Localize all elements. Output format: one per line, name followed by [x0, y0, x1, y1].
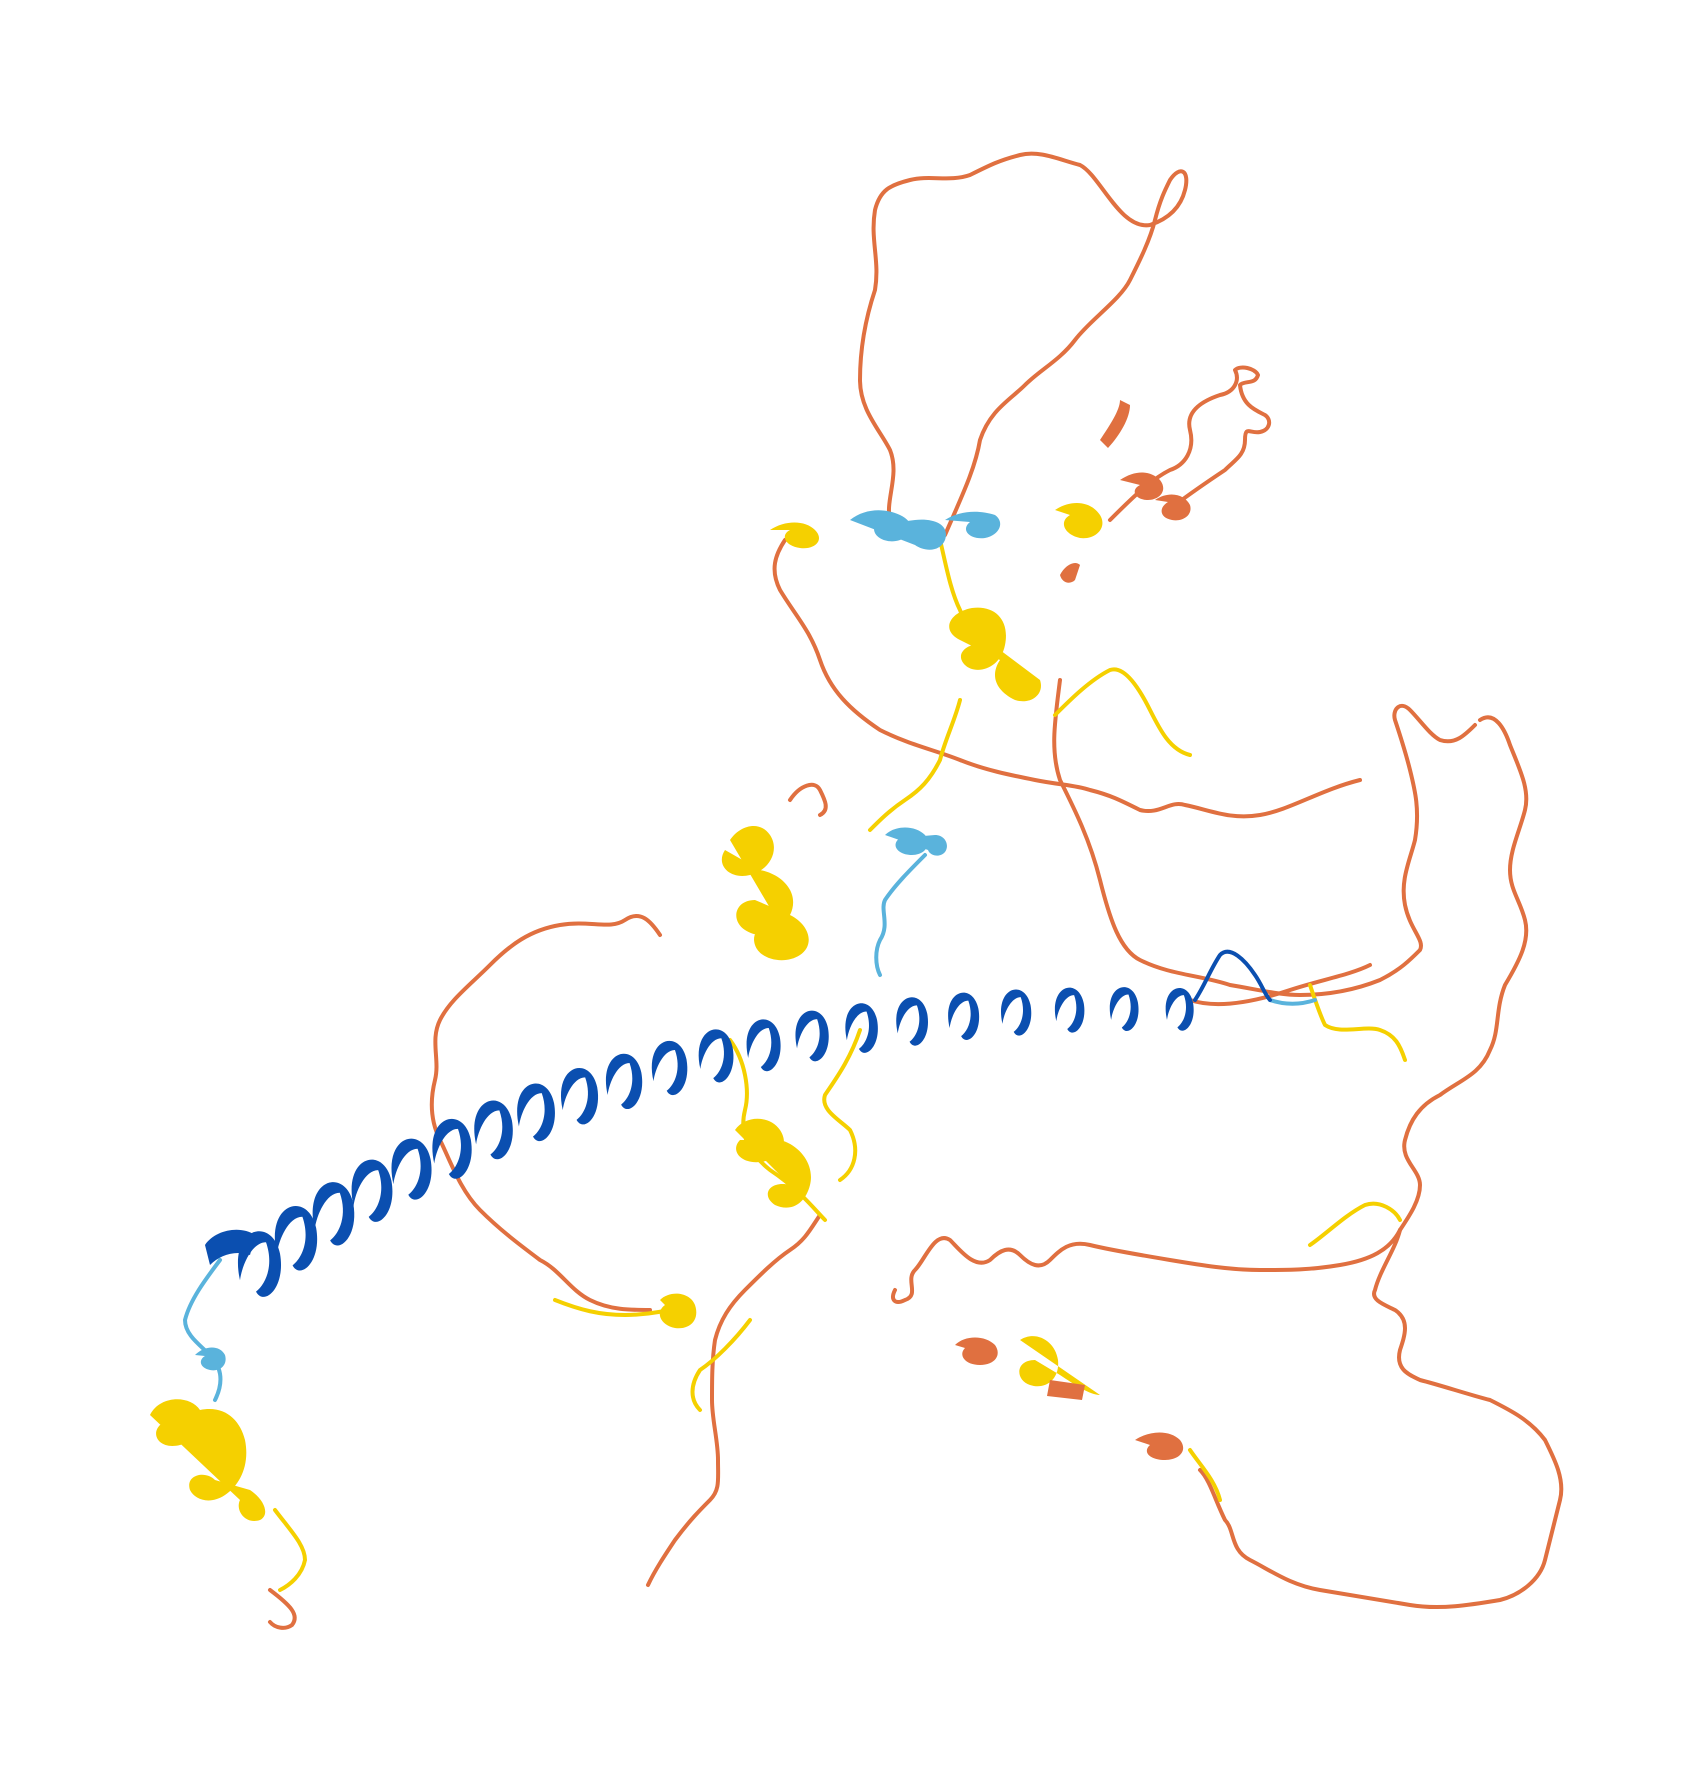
- helix-turn: [274, 1206, 318, 1271]
- strand-orange-top: [1100, 400, 1130, 448]
- helix-turn: [651, 1040, 688, 1096]
- mid-plddt-coil-group: [183, 853, 1317, 1402]
- coil-top-left: [772, 538, 1362, 819]
- strand-orange-bottom3: [1047, 1380, 1085, 1400]
- coil-yellow-lower-right: [1308, 1201, 1402, 1247]
- helix-turn: [391, 1138, 432, 1200]
- coil-top-loop: [858, 151, 1189, 537]
- helix-yellow-top-center: [949, 607, 1041, 702]
- helix-turn: [1109, 987, 1139, 1031]
- coil-yellow-right-helix: [1308, 983, 1407, 1062]
- helix-yellow-bottom-right: [1019, 1336, 1100, 1395]
- long-alpha-helix: [205, 987, 1194, 1297]
- helix-yellow-upper-mid: [721, 825, 809, 961]
- coil-right-outer: [1398, 715, 1529, 1232]
- helix-turn: [312, 1182, 355, 1246]
- helix-yellow-lower-center: [659, 1293, 697, 1329]
- helix-turn: [605, 1053, 643, 1110]
- coil-blue-lower-left: [183, 1258, 223, 1402]
- helix-yellow-top-right: [1055, 503, 1103, 539]
- helix-turn: [1054, 987, 1085, 1033]
- helix-turn: [896, 997, 929, 1046]
- coil-top-right: [1108, 365, 1272, 522]
- coil-right-lower: [891, 1228, 1402, 1304]
- helix-orange-bottom: [955, 1337, 998, 1365]
- lightblue-ribbon-group: [195, 510, 1001, 1371]
- coil-yellow-right-top: [1053, 667, 1192, 757]
- helix-turn: [845, 1003, 878, 1053]
- helix-turn: [1165, 988, 1194, 1031]
- coil-yellow-center: [868, 698, 962, 832]
- coil-mid-right: [1052, 678, 1477, 997]
- coil-blue-center: [874, 853, 927, 977]
- helix-turn: [746, 1019, 781, 1072]
- coil-bottom-tail: [268, 1588, 297, 1630]
- coil-yellow-bottom-right: [1188, 1448, 1222, 1502]
- helix-turn: [432, 1118, 472, 1179]
- coil-center-top: [788, 782, 828, 817]
- helix-n-terminal-cap: [205, 1229, 255, 1265]
- coil-yellow-center-mid2: [822, 1028, 862, 1182]
- coil-blue-right: [1268, 998, 1317, 1006]
- strand-orange-bottom2: [1135, 1432, 1184, 1460]
- helix-turn: [698, 1029, 734, 1083]
- helix-orange-top-right: [1120, 472, 1164, 500]
- helix-yellow-left-bottom: [150, 1399, 266, 1521]
- coil-helix-right: [1188, 963, 1372, 1007]
- coil-center-lower: [646, 1213, 822, 1587]
- helix-turn: [474, 1100, 513, 1160]
- coil-yellow-bottom-left: [273, 1508, 307, 1592]
- coil-dark-blue-hook: [1193, 949, 1272, 1002]
- helix-turn: [561, 1067, 599, 1125]
- low-plddt-coil-group: [268, 151, 1564, 1630]
- coil-left-loop: [429, 914, 662, 1312]
- orange-ribbon-group: [955, 400, 1191, 1460]
- coil-bottom-right-loop: [1198, 1228, 1564, 1610]
- helix-turn: [351, 1159, 393, 1222]
- helix-turn: [517, 1083, 555, 1142]
- helix-turn: [1001, 989, 1032, 1036]
- helix-yellow-mid-center: [735, 1118, 811, 1208]
- helix-blue-left: [195, 1347, 226, 1371]
- helix-blue-top-2: [945, 511, 1001, 539]
- coil-yellow-lower2: [690, 1318, 752, 1412]
- helix-turn: [795, 1010, 829, 1062]
- helix-yellow-top-left: [770, 522, 820, 549]
- strand-orange-small: [1060, 563, 1080, 583]
- helix-turn: [948, 992, 980, 1040]
- helix-blue-center: [885, 827, 947, 856]
- yellow-helix-group: [150, 503, 1103, 1521]
- helix-blue-top-1: [850, 510, 946, 550]
- helix-orange-right: [1155, 494, 1191, 521]
